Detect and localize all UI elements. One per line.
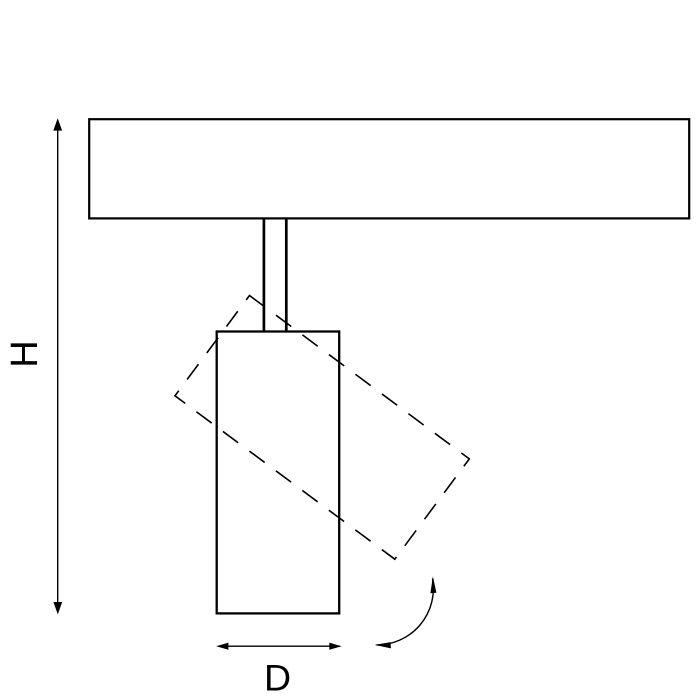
svg-text:H: H (4, 340, 46, 367)
svg-text:D: D (264, 657, 291, 699)
